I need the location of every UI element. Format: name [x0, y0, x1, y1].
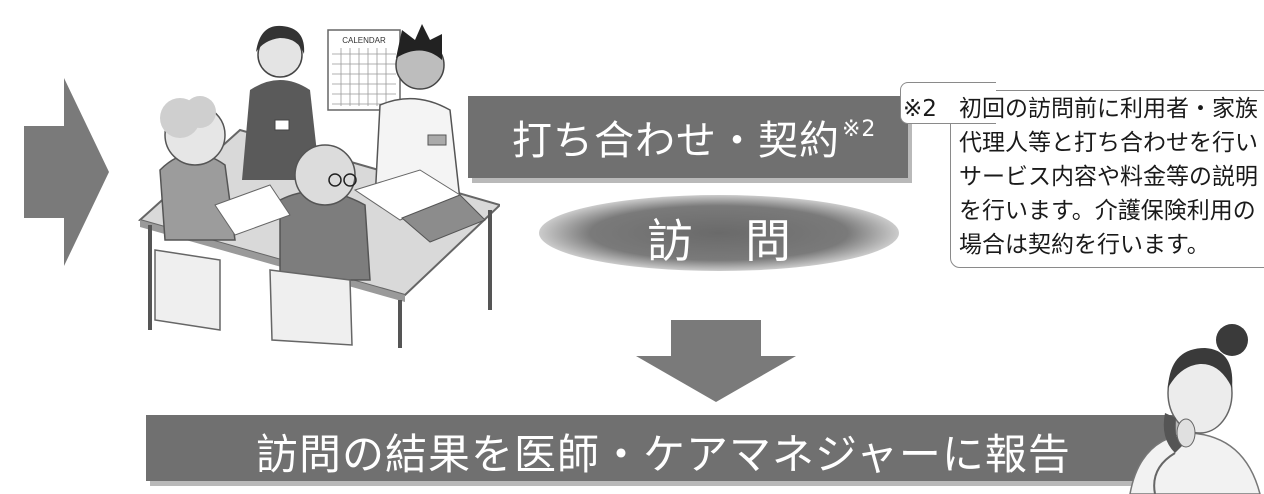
note-callout-tab — [900, 82, 996, 124]
note-line-4: を行います。介護保険利用の — [959, 198, 1256, 224]
visit-pill — [539, 195, 899, 271]
visit-label: 訪問 — [647, 214, 843, 268]
flow-arrow-right — [24, 78, 109, 266]
report-label: 訪問の結果を医師・ケアマネジャーに報告 — [256, 430, 1071, 479]
phone-call-illustration — [1129, 324, 1261, 494]
meeting-contract-label: 打ち合わせ・契約※2 — [512, 117, 877, 164]
meeting-contract-banner: 打ち合わせ・契約※2 — [468, 96, 908, 178]
note-line-3: サービス内容や料金等の説明 — [959, 164, 1258, 190]
report-banner: 訪問の結果を医師・ケアマネジャーに報告 — [146, 415, 1176, 481]
note-line-5: 場合は契約を行います。 — [959, 232, 1210, 258]
note-callout-box — [950, 90, 1264, 268]
note-reference-mark: ※2 — [842, 117, 877, 142]
note-mark: ※2 — [903, 96, 937, 122]
flow-arrow-down — [636, 320, 796, 402]
note-line-2: 代理人等と打ち合わせを行い — [959, 130, 1258, 156]
calendar-label: CALENDAR — [342, 36, 386, 45]
meeting-illustration: CALENDAR — [137, 24, 500, 348]
